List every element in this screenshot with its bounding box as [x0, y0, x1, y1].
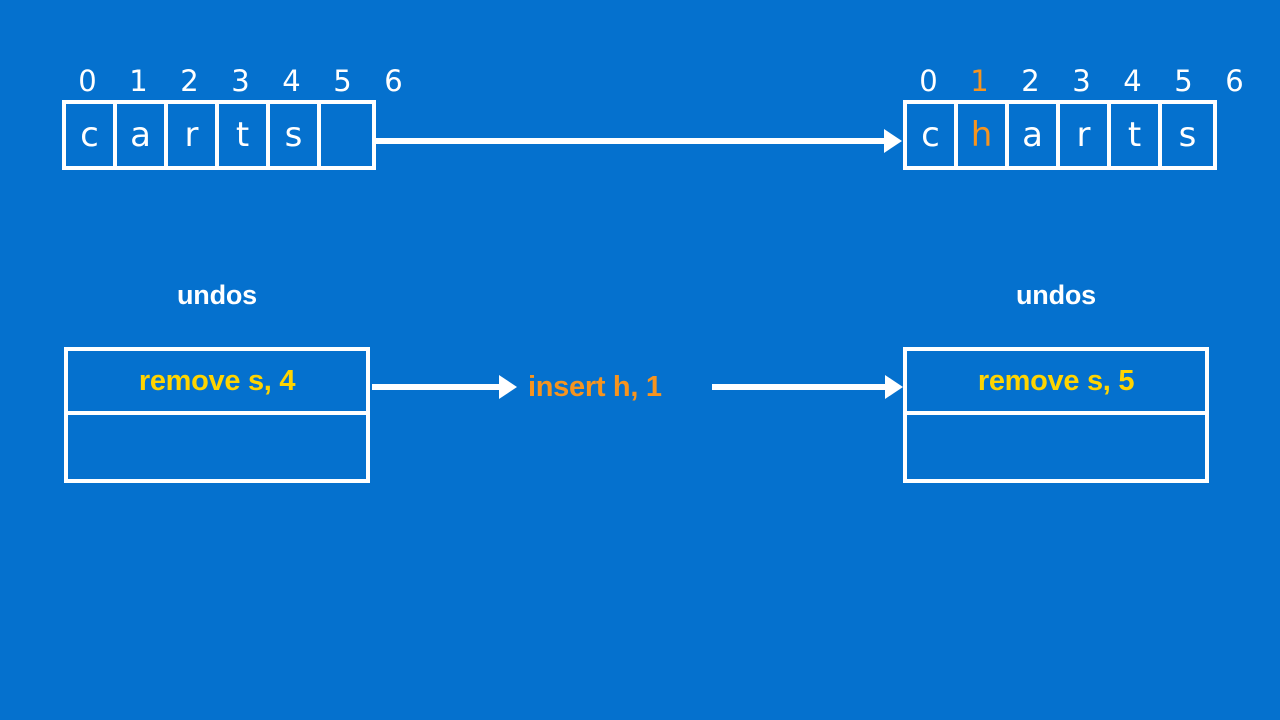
- array-cell: r: [168, 104, 219, 166]
- stack-before: undos remove s, 4: [64, 280, 370, 483]
- array-cell: a: [1009, 104, 1060, 166]
- stack-transition-arrow-left: [372, 375, 517, 399]
- stack-before-title: undos: [177, 280, 257, 310]
- array-index-2: 2: [180, 64, 199, 98]
- stack-slot-top: remove s, 4: [68, 351, 366, 415]
- array-index-4: 4: [1123, 64, 1142, 98]
- stack-after: undos remove s, 5: [903, 280, 1209, 483]
- array-cell: a: [117, 104, 168, 166]
- array-cell: s: [270, 104, 321, 166]
- array-cell: r: [1060, 104, 1111, 166]
- array-index-0: 0: [919, 64, 938, 98]
- array-index-1-highlight: 1: [970, 64, 989, 98]
- array-before: 0 1 2 3 4 5 6 c a r t s: [62, 64, 419, 170]
- array-cell: c: [66, 104, 117, 166]
- stack-after-title: undos: [1016, 280, 1096, 310]
- array-index-3: 3: [231, 64, 250, 98]
- array-before-index-row: 0 1 2 3 4 5 6: [62, 64, 419, 98]
- array-index-4: 4: [282, 64, 301, 98]
- array-cell-empty: [321, 104, 372, 166]
- array-cell: s: [1178, 115, 1197, 155]
- stack-slot-empty: [68, 415, 366, 479]
- array-cell: c: [907, 104, 958, 166]
- array-index-3: 3: [1072, 64, 1091, 98]
- array-index-5: 5: [1174, 64, 1193, 98]
- operation-label: insert h, 1: [528, 371, 662, 403]
- array-before-cells: c a r t s: [62, 100, 376, 170]
- stack-before-box: remove s, 4: [64, 347, 370, 483]
- array-cell: t: [219, 104, 270, 166]
- array-cell: t: [1111, 104, 1162, 166]
- array-index-6: 6: [1225, 64, 1244, 98]
- array-index-6: 6: [384, 64, 403, 98]
- stack-slot-empty: [907, 415, 1205, 479]
- stack-after-box: remove s, 5: [903, 347, 1209, 483]
- array-after-cells: c h a r t s: [903, 100, 1217, 170]
- array-cell-highlight: h: [958, 104, 1009, 166]
- array-index-1: 1: [129, 64, 148, 98]
- array-index-0: 0: [78, 64, 97, 98]
- array-after: 0 1 2 3 4 5 6 c h a r t s: [903, 64, 1260, 170]
- array-index-5: 5: [333, 64, 352, 98]
- array-index-2: 2: [1021, 64, 1040, 98]
- array-transition-arrow: [372, 129, 902, 153]
- array-after-index-row: 0 1 2 3 4 5 6: [903, 64, 1260, 98]
- stack-slot-top: remove s, 5: [907, 351, 1205, 415]
- stack-transition-arrow-right: [712, 375, 903, 399]
